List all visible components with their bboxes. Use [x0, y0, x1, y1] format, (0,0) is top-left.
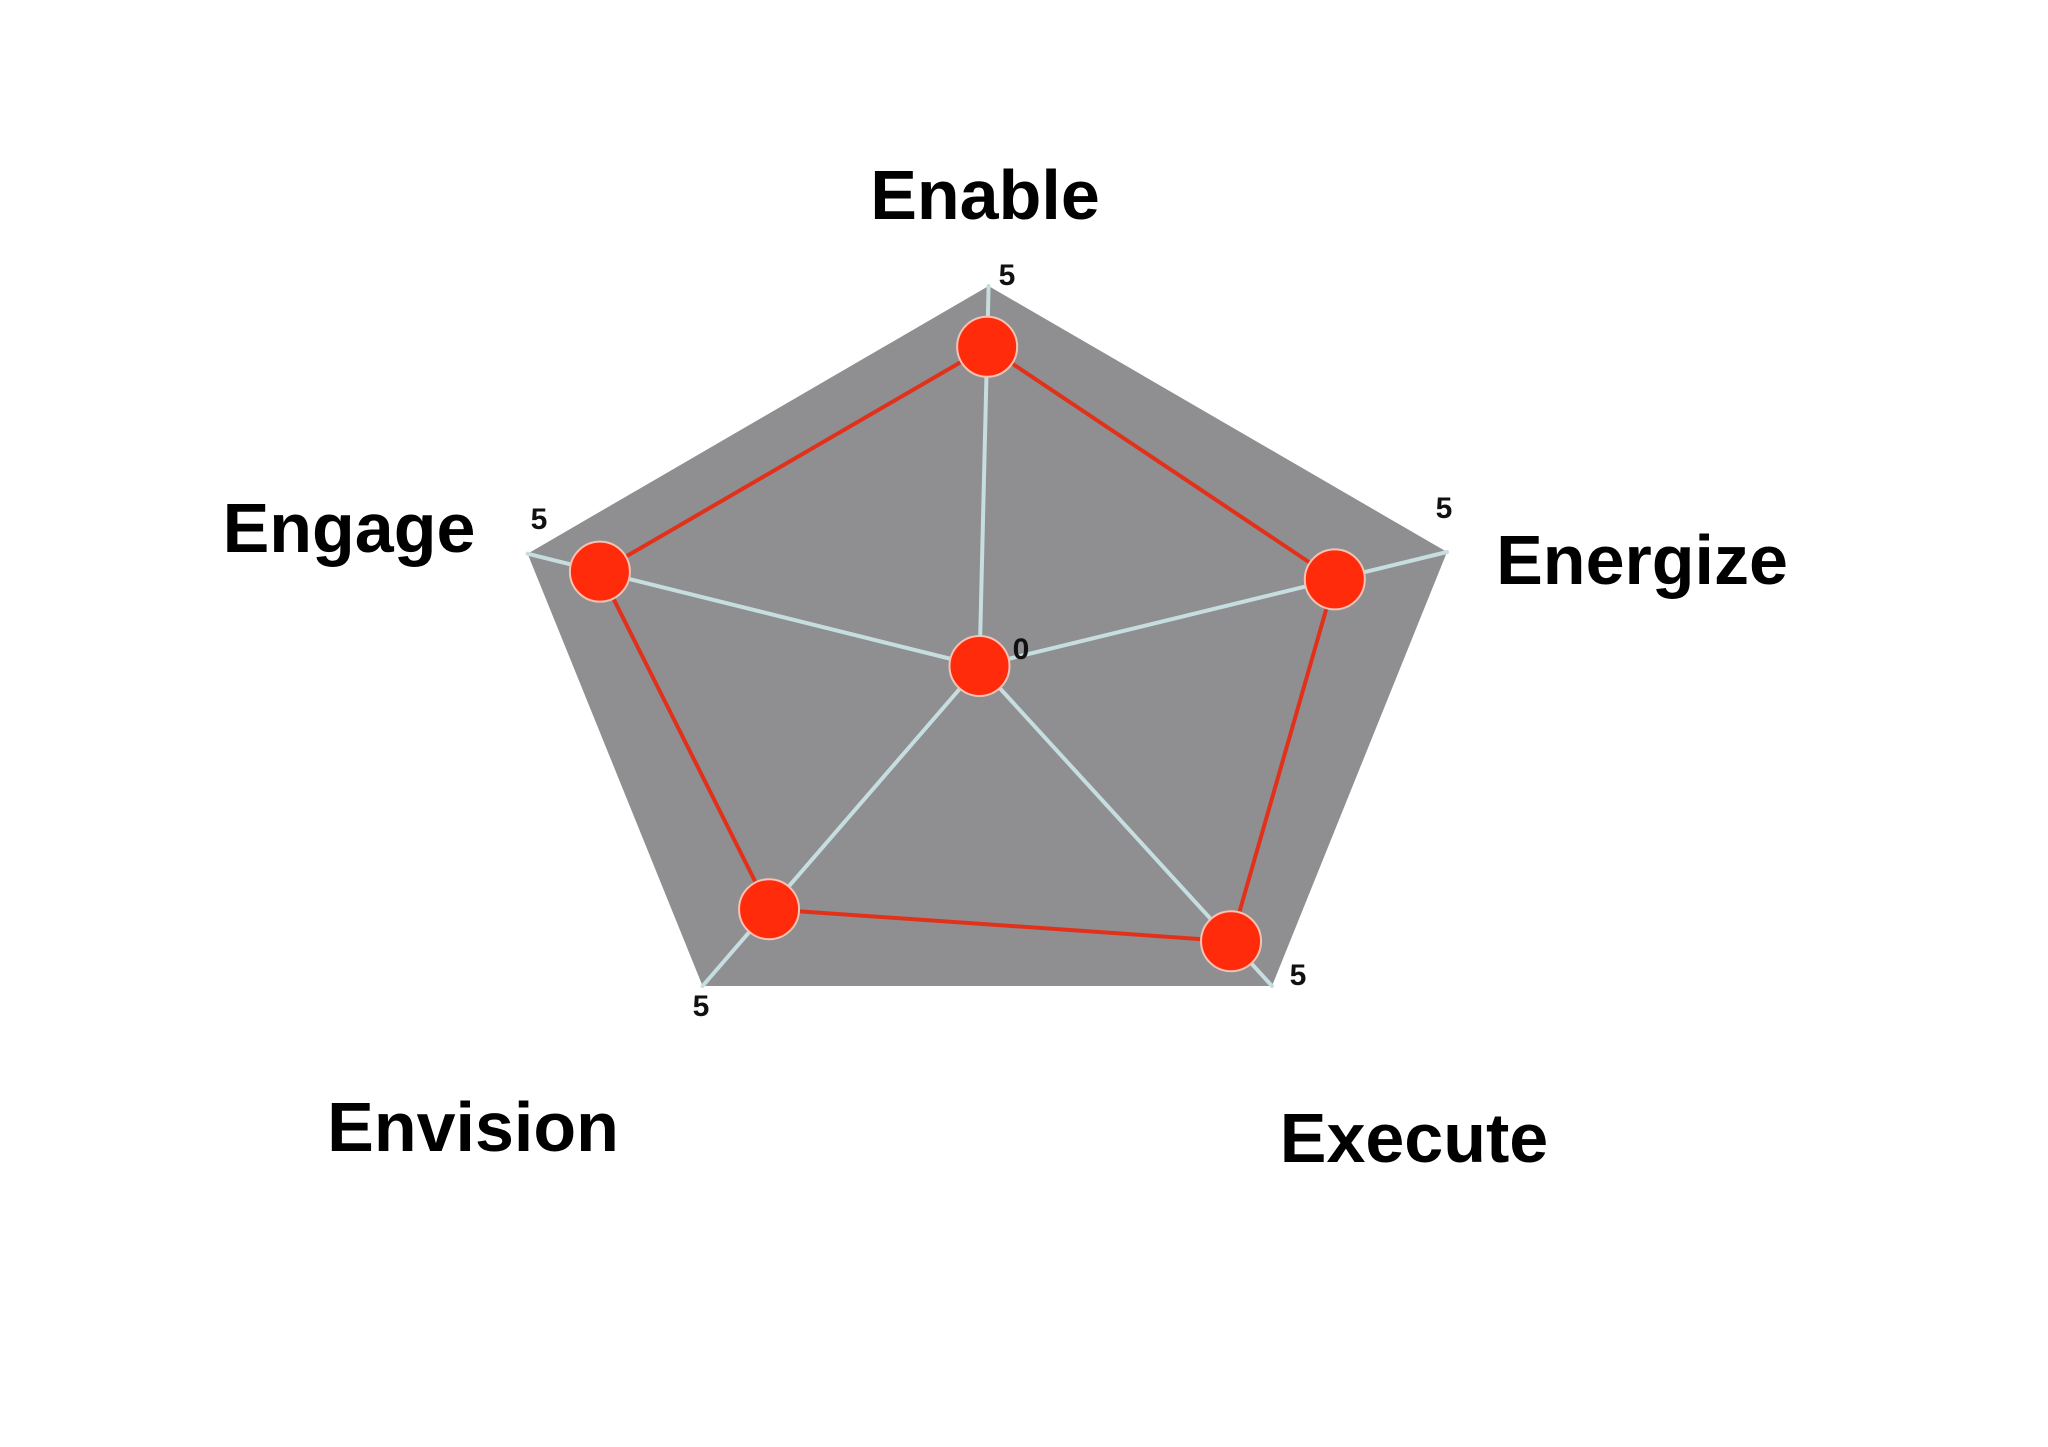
axis-line-energize: [977, 550, 1449, 668]
axis-line-envision: [700, 664, 982, 988]
axis-max-tick-engage: 5: [530, 503, 548, 536]
data-point-execute: [1200, 910, 1263, 973]
data-point-engage: [568, 540, 631, 603]
origin-marker: [948, 635, 1011, 697]
axis-max-tick-enable: 5: [998, 259, 1016, 292]
axis-max-tick-envision: 5: [692, 990, 710, 1023]
series-line: [597, 344, 1337, 944]
axis-label-energize: Energize: [1496, 521, 1788, 599]
axis-label-envision: Envision: [327, 1088, 619, 1166]
axis-max-tick-energize: 5: [1435, 492, 1453, 525]
data-point-enable: [956, 315, 1019, 378]
axis-label-execute: Execute: [1279, 1099, 1549, 1177]
axis-max-tick-execute: 5: [1289, 959, 1307, 992]
axis-label-enable: Enable: [870, 156, 1100, 234]
data-point-energize: [1303, 548, 1366, 611]
data-point-envision: [738, 878, 801, 941]
axis-label-engage: Engage: [222, 489, 476, 567]
origin-tick-label: 0: [1012, 633, 1030, 666]
